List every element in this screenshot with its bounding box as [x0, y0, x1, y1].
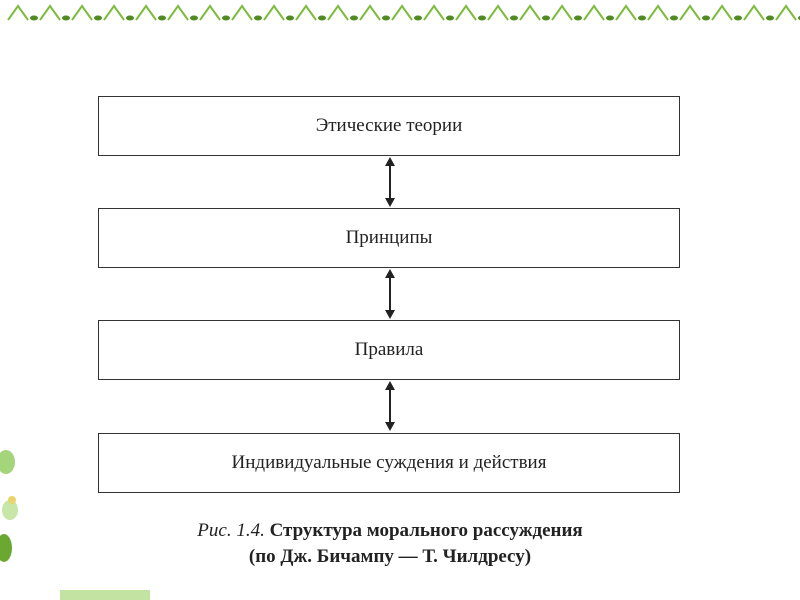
box-label: Принципы [345, 227, 433, 248]
box-label: Правила [354, 339, 424, 360]
zigzag-leaf-mark [711, 4, 733, 21]
zigzag-leaf-mark [391, 4, 413, 21]
figure-caption: Рис. 1.4. Структура морального рассужден… [120, 518, 660, 570]
box-individual-judgments: Индивидуальные суждения и действия [98, 433, 680, 493]
leaf-dot-mark [510, 15, 518, 21]
zigzag-leaf-mark [583, 4, 605, 21]
zigzag-leaf-mark [327, 4, 349, 21]
caption-subtitle: (по Дж. Бичампу — Т. Чилдресу) [248, 546, 532, 567]
zigzag-leaf-mark [199, 4, 221, 21]
double-arrow-vertical-icon [385, 381, 395, 431]
box-label: Индивидуальные суждения и действия [231, 452, 547, 473]
caption-title: Структура морального рассуждения [269, 520, 583, 541]
leaf-dot-mark [126, 15, 134, 21]
zigzag-leaf-mark [263, 4, 285, 21]
leaf-dot-mark [766, 15, 774, 21]
zigzag-leaf-mark [231, 4, 253, 21]
zigzag-leaf-mark [39, 4, 61, 21]
leaf-dot-mark [254, 15, 262, 21]
zigzag-leaf-mark [135, 4, 157, 21]
leaf-dot-mark [670, 15, 678, 21]
zigzag-leaf-mark [7, 4, 29, 21]
zigzag-leaf-mark [775, 4, 797, 21]
leaf-dot-mark [606, 15, 614, 21]
zigzag-leaf-mark [455, 4, 477, 21]
top-leaf-border-icon [0, 0, 800, 26]
zigzag-leaf-mark [167, 4, 189, 21]
leaf-dot-mark [574, 15, 582, 21]
leaf-dot-mark [286, 15, 294, 21]
zigzag-leaf-mark [615, 4, 637, 21]
bottom-leaf-decor-icon [60, 590, 150, 600]
caption-figure-label: Рис. 1.4. [197, 520, 265, 541]
zigzag-leaf-mark [519, 4, 541, 21]
leaf-dot-mark [190, 15, 198, 21]
box-rules: Правила [98, 320, 680, 380]
leaf-dot-mark [350, 15, 358, 21]
zigzag-leaf-mark [103, 4, 125, 21]
leaf-dot-mark [382, 15, 390, 21]
zigzag-leaf-mark [359, 4, 381, 21]
leaf-dot-mark [542, 15, 550, 21]
leaf-dot-mark [30, 15, 38, 21]
leaf-dot-mark [94, 15, 102, 21]
double-arrow-vertical-icon [385, 157, 395, 207]
zigzag-leaf-mark [647, 4, 669, 21]
leaf-dot-mark [62, 15, 70, 21]
zigzag-leaf-mark [295, 4, 317, 21]
flower-decor-icon [0, 450, 18, 562]
leaf-dot-mark [702, 15, 710, 21]
double-arrow-vertical-icon [385, 269, 395, 319]
box-ethical-theories: Этические теории [98, 96, 680, 156]
leaf-dot-mark [414, 15, 422, 21]
zigzag-leaf-mark [679, 4, 701, 21]
leaf-dot-mark [158, 15, 166, 21]
box-principles: Принципы [98, 208, 680, 268]
zigzag-leaf-mark [71, 4, 93, 21]
zigzag-leaf-mark [487, 4, 509, 21]
leaf-dot-mark [446, 15, 454, 21]
zigzag-leaf-mark [551, 4, 573, 21]
leaf-dot-mark [734, 15, 742, 21]
zigzag-leaf-mark [743, 4, 765, 21]
leaf-dot-mark [478, 15, 486, 21]
zigzag-leaf-mark [423, 4, 445, 21]
leaf-dot-mark [318, 15, 326, 21]
leaf-dot-mark [638, 15, 646, 21]
box-label: Этические теории [315, 115, 463, 136]
leaf-dot-mark [222, 15, 230, 21]
